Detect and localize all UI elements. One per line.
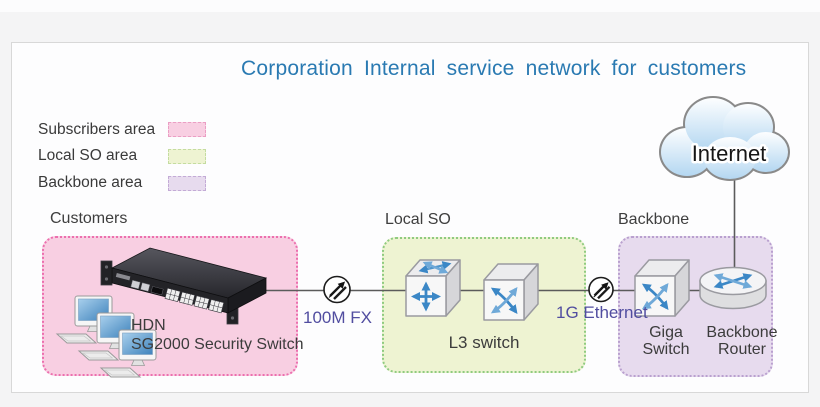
l3-router-cube-icon	[405, 259, 461, 317]
backbone-router-label-line2: Router	[717, 341, 767, 358]
diagram-title: Corporation Internal service network for…	[241, 57, 747, 80]
giga-switch-label: Giga Switch	[629, 324, 703, 358]
link-label-1g-ethernet: 1G Ethernet	[556, 303, 648, 322]
backbone-router-icon	[699, 266, 767, 310]
legend-swatch-subscribers	[168, 122, 206, 137]
legend-swatch-backbone	[168, 176, 206, 191]
giga-switch-label-line2: Switch	[642, 341, 690, 358]
backbone-router-label: Backbone Router	[700, 324, 784, 358]
optical-node-icon-left	[323, 275, 351, 304]
l3-switch-label: L3 switch	[448, 333, 520, 352]
security-switch-label-line2: SG2000 Security Switch	[131, 336, 304, 353]
link-label-100m-fx: 100M FX	[303, 308, 372, 327]
zone-label-customers: Customers	[50, 210, 128, 227]
giga-switch-label-line1: Giga	[649, 324, 683, 341]
optical-node-icon-right	[588, 276, 614, 303]
page-top-strip	[0, 0, 820, 12]
zone-label-local-so: Local SO	[385, 211, 451, 228]
security-switch-icon	[100, 247, 268, 325]
backbone-router-label-line1: Backbone	[706, 324, 778, 341]
security-switch-label-line1: HDN	[131, 317, 166, 334]
zone-label-backbone: Backbone	[618, 211, 690, 228]
l2-switch-cube-icon	[483, 263, 539, 321]
legend-label-subscribers: Subscribers area	[38, 121, 156, 138]
internet-cloud-icon: Internet	[659, 96, 790, 181]
legend-label-local-so: Local SO area	[38, 147, 138, 164]
legend-swatch-local-so	[168, 149, 206, 164]
legend-label-backbone: Backbone area	[38, 174, 143, 191]
giga-switch-cube-icon	[634, 259, 690, 317]
internet-label: Internet	[692, 141, 767, 166]
